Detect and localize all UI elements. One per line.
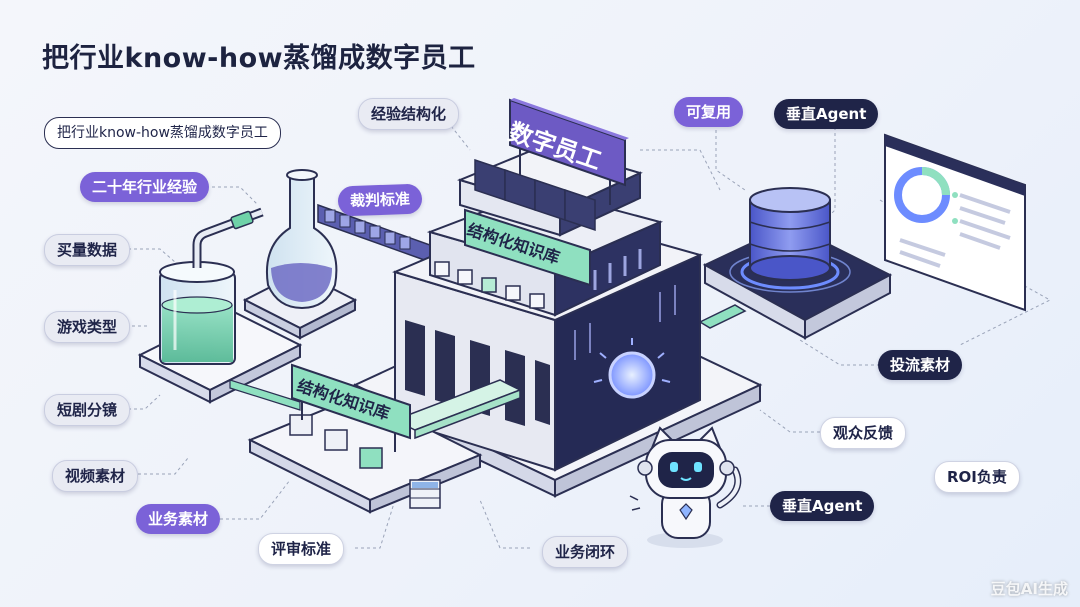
label-experience: 二十年行业经验 bbox=[80, 172, 210, 202]
kb-sign-building bbox=[464, 208, 591, 287]
beaker-icon bbox=[159, 261, 236, 365]
label-ad-material: 投流素材 bbox=[878, 350, 963, 380]
robot-cat-icon bbox=[629, 426, 742, 548]
stack-icon bbox=[409, 479, 441, 509]
label-feedback: 观众反馈 bbox=[820, 417, 907, 449]
monitor-dashboard-icon bbox=[884, 133, 1026, 312]
label-roi: ROI负责 bbox=[934, 461, 1020, 493]
kb-sign-platform bbox=[291, 363, 411, 452]
label-reusable: 可复用 bbox=[674, 97, 744, 127]
server-cylinder-icon bbox=[749, 187, 831, 281]
digital-employee-sign bbox=[509, 98, 629, 205]
conveyor-mid bbox=[229, 379, 522, 440]
kb-platform bbox=[247, 393, 483, 514]
label-loop: 业务闭环 bbox=[542, 536, 629, 568]
label-storyboard: 短剧分镜 bbox=[44, 394, 131, 426]
label-structuring: 经验结构化 bbox=[358, 98, 460, 130]
label-game-type: 游戏类型 bbox=[44, 311, 131, 343]
label-video: 视频素材 bbox=[52, 460, 139, 492]
page-title: 把行业know-how蒸馏成数字员工 bbox=[42, 43, 476, 74]
watermark: 豆包AI生成 bbox=[990, 580, 1068, 598]
flask-icon bbox=[242, 169, 358, 340]
label-data: 买量数据 bbox=[44, 234, 131, 266]
label-vertical-agent-bottom: 垂直Agent bbox=[770, 491, 875, 521]
label-judge: 裁判标准 bbox=[337, 183, 423, 217]
label-vertical-agent-top: 垂直Agent bbox=[774, 99, 879, 129]
lightbulb-icon bbox=[593, 338, 671, 399]
subtitle-box: 把行业know-how蒸馏成数字员工 bbox=[44, 117, 281, 149]
label-business: 业务素材 bbox=[136, 504, 221, 534]
label-review: 评审标准 bbox=[258, 533, 345, 565]
